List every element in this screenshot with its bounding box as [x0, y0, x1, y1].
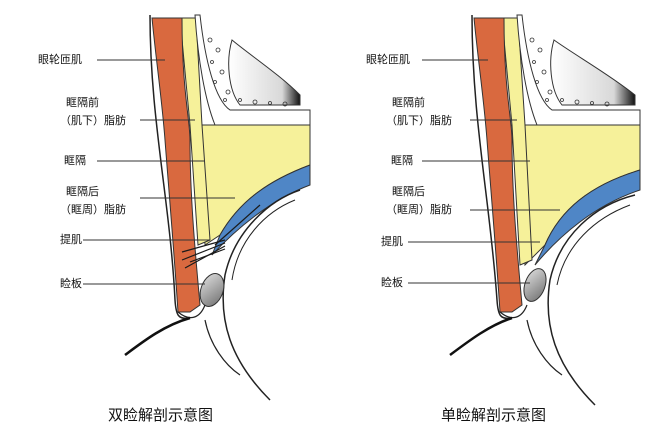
bone-dots	[207, 37, 288, 107]
globe-inner-curve	[556, 204, 631, 286]
skin-outline	[471, 14, 513, 320]
label-postseptal-fat-1-right: 眶隔后	[392, 185, 425, 198]
label-septum-left: 眶隔	[64, 154, 86, 167]
lid-margin	[499, 304, 528, 319]
tarsal-plate	[199, 273, 225, 307]
levator-fibers	[181, 204, 261, 269]
orbicularis-muscle	[151, 17, 201, 313]
orbital-bone	[516, 14, 641, 126]
label-postseptal-fat-2-left: （眶周）脂肪	[60, 203, 126, 216]
label-preseptal-fat-2-right: （肌下）脂肪	[386, 114, 452, 127]
eyelash	[449, 316, 513, 357]
label-levator-right: 提肌	[381, 235, 403, 248]
bone-shadow	[228, 39, 301, 106]
lid-margin	[177, 304, 206, 319]
bone-shadow	[550, 39, 636, 106]
globe-curve	[547, 194, 636, 406]
right-leaders	[408, 59, 560, 284]
label-orbicularis-left: 眼轮匝肌	[38, 53, 82, 66]
levator-band	[534, 169, 641, 266]
label-septum-right: 眶隔	[391, 154, 413, 167]
label-postseptal-fat-2-right: （眶周）脂肪	[386, 203, 452, 216]
label-preseptal-fat-1-left: 眶隔前	[66, 96, 99, 109]
label-orbicularis-right: 眼轮匝肌	[366, 53, 410, 66]
right-panel	[449, 14, 641, 406]
tarsal-plate	[523, 268, 547, 302]
globe-inner-curve	[231, 199, 296, 281]
bone-dots	[529, 37, 610, 107]
left-panel	[124, 14, 311, 401]
orbital-bone	[194, 14, 311, 126]
left-leaders	[83, 59, 235, 285]
label-tarsus-left: 睑板	[60, 277, 82, 290]
label-preseptal-fat-2-left: （肌下）脂肪	[60, 114, 126, 127]
globe-curve	[222, 189, 301, 401]
caption-left: 双睑解剖示意图	[108, 406, 214, 424]
orbicularis-muscle	[473, 17, 523, 313]
lower-contour	[204, 319, 241, 376]
label-tarsus-right: 睑板	[381, 276, 403, 289]
label-postseptal-fat-1-left: 眶隔后	[66, 185, 99, 198]
caption-right: 单睑解剖示意图	[441, 406, 547, 424]
label-levator-left: 提肌	[60, 233, 82, 246]
eyelash	[124, 316, 191, 357]
label-preseptal-fat-1-right: 眶隔前	[392, 96, 425, 109]
lower-contour	[526, 319, 563, 376]
